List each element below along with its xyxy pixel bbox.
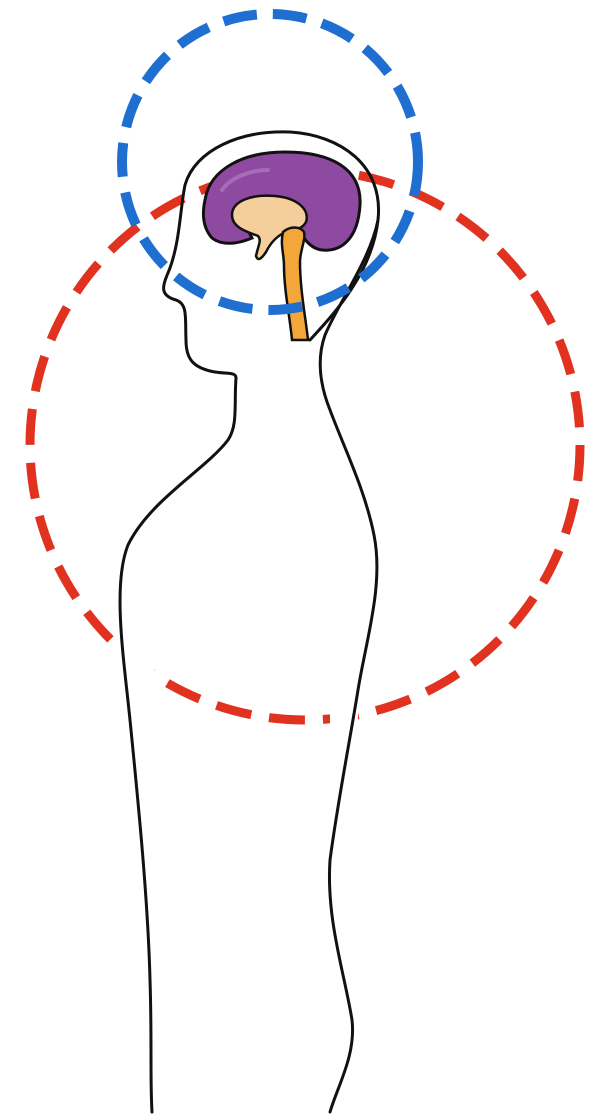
large-red-dashed-circle [30, 170, 580, 720]
spinal-cord-shape [282, 228, 308, 341]
front-outline [120, 378, 236, 1112]
back-outline [320, 220, 378, 1112]
